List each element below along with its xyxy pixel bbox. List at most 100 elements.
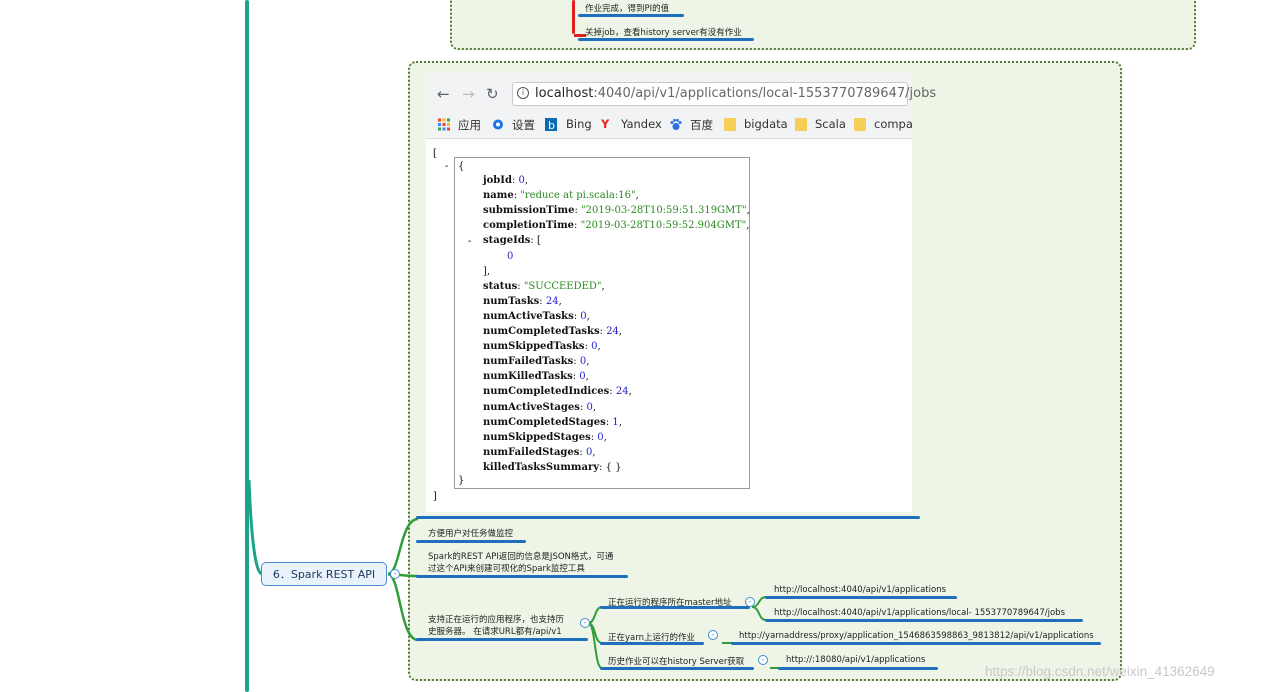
json-comma: , xyxy=(592,446,596,458)
json-field-row: killedTasksSummary: { } xyxy=(483,462,622,473)
json-value: "SUCCEEDED" xyxy=(523,280,602,292)
topic-underline xyxy=(765,619,1083,622)
topic-spark-rest-api[interactable]: 6．Spark REST API xyxy=(261,562,387,586)
json-separator: : xyxy=(590,431,598,443)
bing-icon: b xyxy=(545,118,557,132)
json-key: completionTime xyxy=(483,220,575,232)
json-field-row: numKilledTasks: 0, xyxy=(483,371,589,382)
json-field-row: numTasks: 24, xyxy=(483,296,562,307)
apps-grid-icon xyxy=(438,118,450,131)
json-field-row: 0 xyxy=(507,251,513,262)
bookmark-baidu[interactable]: 百度 xyxy=(690,118,713,132)
mindmap-main-stem xyxy=(245,0,249,692)
topic-close-job[interactable]: 关掉job，查看history server有没有作业 xyxy=(585,28,742,38)
json-comma: , xyxy=(586,356,590,368)
json-comma: , xyxy=(524,175,529,186)
json-comma: , xyxy=(746,205,750,217)
json-viewer: [ - { jobId: 0,name: "reduce at pi.scala… xyxy=(426,139,912,512)
json-key: numCompletedIndices xyxy=(483,386,610,398)
bookmark-compa[interactable]: compa xyxy=(874,117,913,131)
json-comma: , xyxy=(603,431,607,443)
red-connector xyxy=(572,0,575,34)
forward-arrow-icon[interactable]: → xyxy=(462,85,475,103)
json-field-row: numActiveTasks: 0, xyxy=(483,311,590,322)
svg-text:b: b xyxy=(548,119,555,132)
json-open-bracket: [ xyxy=(433,148,437,159)
bookmark-apps[interactable]: 应用 xyxy=(458,118,481,132)
bookmark-bing[interactable]: Bing xyxy=(566,117,592,131)
json-comma: , xyxy=(585,371,589,383)
json-key: numFailedStages xyxy=(483,446,580,458)
url-history-server[interactable]: http://:18080/api/v1/applications xyxy=(786,655,926,665)
topic-history-server-line2[interactable]: 史服务器。 在请求URL都有/api/v1 xyxy=(428,627,562,637)
json-separator: : xyxy=(530,235,537,247)
json-field-row: numCompletedStages: 1, xyxy=(483,417,622,428)
json-close-bracket: ] xyxy=(433,491,437,502)
json-value: 0 xyxy=(518,175,525,186)
topic-underline xyxy=(416,540,526,543)
topic-history-server-line1[interactable]: 支持正在运行的应用程序，也支持历 xyxy=(428,615,565,625)
json-separator: : xyxy=(572,371,580,383)
back-arrow-icon[interactable]: ← xyxy=(437,85,450,103)
json-collapse-toggle[interactable]: - xyxy=(445,161,449,172)
topic-master-address[interactable]: 正在运行的程序所在master地址 xyxy=(608,598,732,608)
json-separator: : xyxy=(605,416,613,428)
gear-icon xyxy=(493,119,503,130)
collapse-toggle-icon[interactable]: - xyxy=(758,655,768,665)
browser-toolbar: ← → ↻ i localhost:4040/api/v1/applicatio… xyxy=(426,72,936,112)
watermark-text: https://blog.csdn.net/weixin_41362649 xyxy=(985,664,1215,679)
json-key: numFailedTasks xyxy=(483,356,574,368)
json-field-row: submissionTime: "2019-03-28T10:59:51.319… xyxy=(483,205,750,216)
topic-job-done[interactable]: 作业完成，得到PI的值 xyxy=(585,4,670,14)
reload-icon[interactable]: ↻ xyxy=(486,85,499,103)
json-object-close: } xyxy=(458,475,465,486)
json-value: 1 xyxy=(612,416,619,428)
topic-history-jobs[interactable]: 历史作业可以在history Server获取 xyxy=(608,657,745,667)
json-key: numCompletedStages xyxy=(483,416,606,428)
json-separator: : xyxy=(609,386,616,398)
json-key: numActiveStages xyxy=(483,401,580,413)
url-local-jobs[interactable]: http://localhost:4040/api/v1/application… xyxy=(774,608,1065,618)
collapse-toggle-icon[interactable]: - xyxy=(390,569,400,579)
browser-screenshot: ← → ↻ i localhost:4040/api/v1/applicatio… xyxy=(426,72,936,512)
json-value: 24 xyxy=(606,326,619,337)
json-separator: : xyxy=(573,310,581,322)
json-field-row: status: "SUCCEEDED", xyxy=(483,281,605,292)
topic-yarn-jobs[interactable]: 正在yarn上运行的作业 xyxy=(608,633,695,643)
json-separator: : xyxy=(574,220,581,232)
topic-underline xyxy=(416,638,588,641)
collapse-toggle-icon[interactable]: - xyxy=(708,630,718,640)
topic-json-format-line1[interactable]: Spark的REST API返回的信息是JSON格式，可通 xyxy=(428,552,614,562)
json-value: 0 xyxy=(579,371,586,383)
bookmark-settings[interactable]: 设置 xyxy=(512,118,535,132)
json-comma: , xyxy=(618,416,622,428)
json-value: "reduce at pi.scala:16" xyxy=(520,190,636,202)
json-separator: : xyxy=(584,341,592,353)
json-value: 0 xyxy=(585,446,593,458)
collapse-toggle-icon[interactable]: - xyxy=(745,597,755,607)
json-value: 0 xyxy=(591,341,598,353)
json-key: numKilledTasks xyxy=(483,371,573,383)
bookmark-yandex[interactable]: Yandex xyxy=(621,117,662,131)
topic-underline xyxy=(778,667,938,670)
topic-json-format-line2[interactable]: 过这个API来创建可视化的Spark监控工具 xyxy=(428,564,585,574)
json-key: numSkippedTasks xyxy=(483,341,585,353)
baidu-paw-icon xyxy=(670,118,682,130)
json-stage-toggle[interactable]: - xyxy=(468,236,472,247)
json-separator: : xyxy=(539,295,546,307)
topic-monitoring[interactable]: 方便用户对任务做监控 xyxy=(428,529,514,539)
url-yarn-proxy[interactable]: http://yarnaddress/proxy/application_154… xyxy=(739,631,1094,641)
topic-underline xyxy=(578,14,684,17)
bookmark-scala[interactable]: Scala xyxy=(815,117,846,131)
json-value: 24 xyxy=(615,386,629,398)
collapse-toggle-icon[interactable]: - xyxy=(580,618,590,628)
json-key: status xyxy=(483,280,518,292)
json-field-row: stageIds: [ xyxy=(483,235,541,246)
json-value: 0 xyxy=(579,356,587,368)
json-key: jobId xyxy=(483,175,512,186)
bookmark-bigdata[interactable]: bigdata xyxy=(744,117,788,131)
url-applications[interactable]: http://localhost:4040/api/v1/application… xyxy=(774,585,947,595)
json-field-row: jobId: 0, xyxy=(483,175,528,186)
address-bar[interactable]: i localhost:4040/api/v1/applications/loc… xyxy=(512,82,936,106)
